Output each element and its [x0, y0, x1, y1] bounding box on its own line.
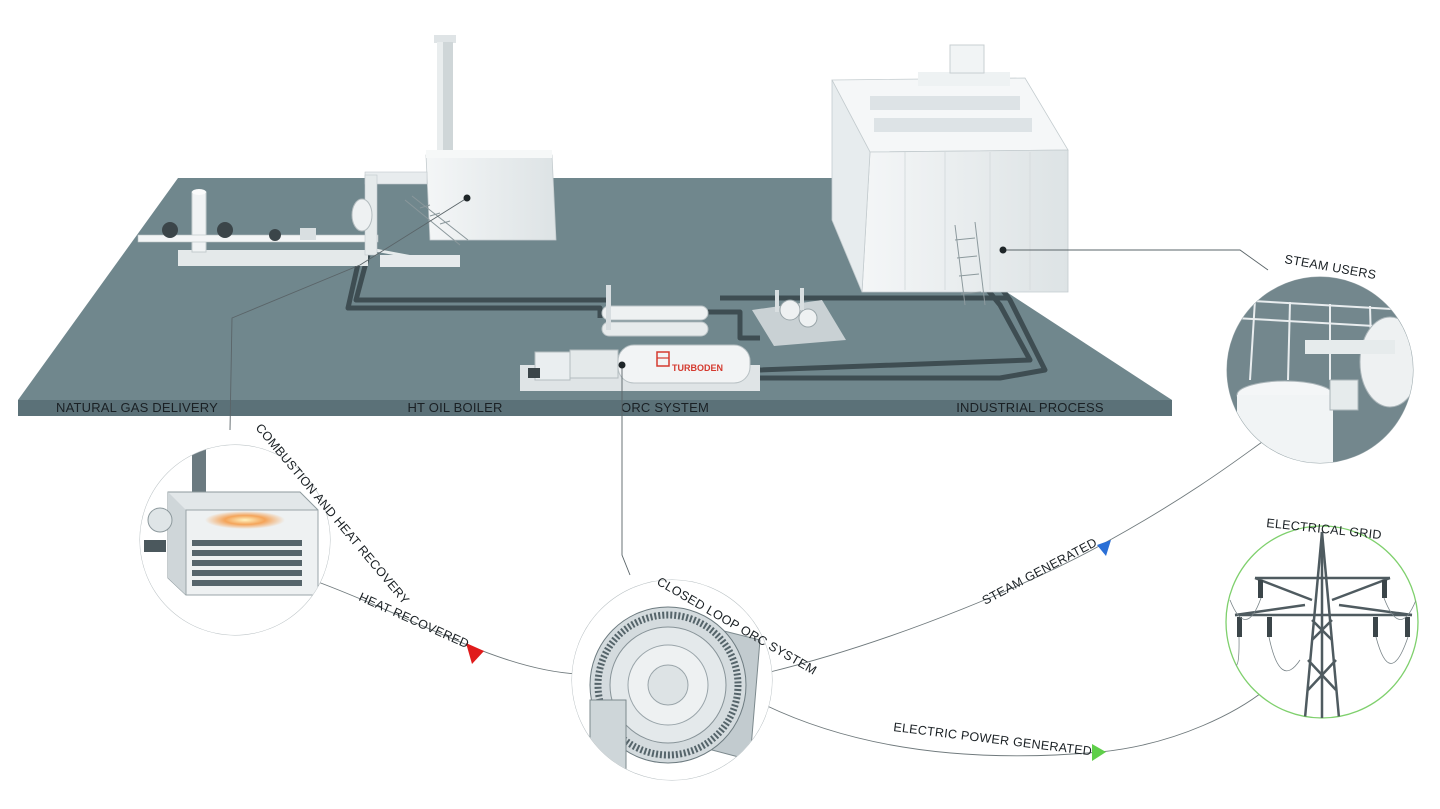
steam-users-callout: STEAM USERS — [1226, 252, 1414, 464]
turboden-logo-text: TURBODEN — [672, 363, 723, 373]
label-orc: ORC SYSTEM — [621, 400, 709, 415]
boiler-stair — [404, 195, 469, 246]
label-boiler: HT OIL BOILER — [407, 400, 502, 415]
power-arrow-icon — [1092, 744, 1106, 761]
pylon-icon — [1234, 531, 1413, 718]
power-lines — [1226, 597, 1417, 672]
gas-skid — [137, 189, 379, 266]
platform-front-edge — [18, 400, 1172, 416]
pump-skid — [752, 288, 846, 346]
heat-arrow-icon — [466, 643, 484, 664]
label-natural-gas: NATURAL GAS DELIVERY — [56, 400, 218, 415]
electrical-grid-callout: ELECTRICAL GRID — [1225, 516, 1419, 719]
flow-label-steam: STEAM GENERATED — [980, 535, 1100, 607]
insulators — [1237, 580, 1410, 637]
closed-loop-callout: CLOSED LOOP ORC SYSTEM — [571, 574, 819, 781]
leader-lines — [229, 197, 1269, 576]
steam-arrow-icon — [1097, 540, 1111, 556]
industrial-stair — [954, 221, 986, 306]
flow-label-power: ELECTRIC POWER GENERATED — [893, 720, 1093, 758]
flow-curves — [317, 439, 1266, 757]
oil-boiler — [351, 35, 557, 267]
label-industrial: INDUSTRIAL PROCESS — [956, 400, 1104, 415]
industrial-building — [831, 44, 1069, 306]
orc-system: TURBODEN — [520, 285, 760, 391]
heat-exchanger-tubes — [192, 540, 302, 586]
turboden-logo: TURBODEN — [656, 351, 723, 373]
flow-label-heat: HEAT RECOVERED — [357, 590, 471, 651]
leader-dots — [463, 194, 1007, 369]
